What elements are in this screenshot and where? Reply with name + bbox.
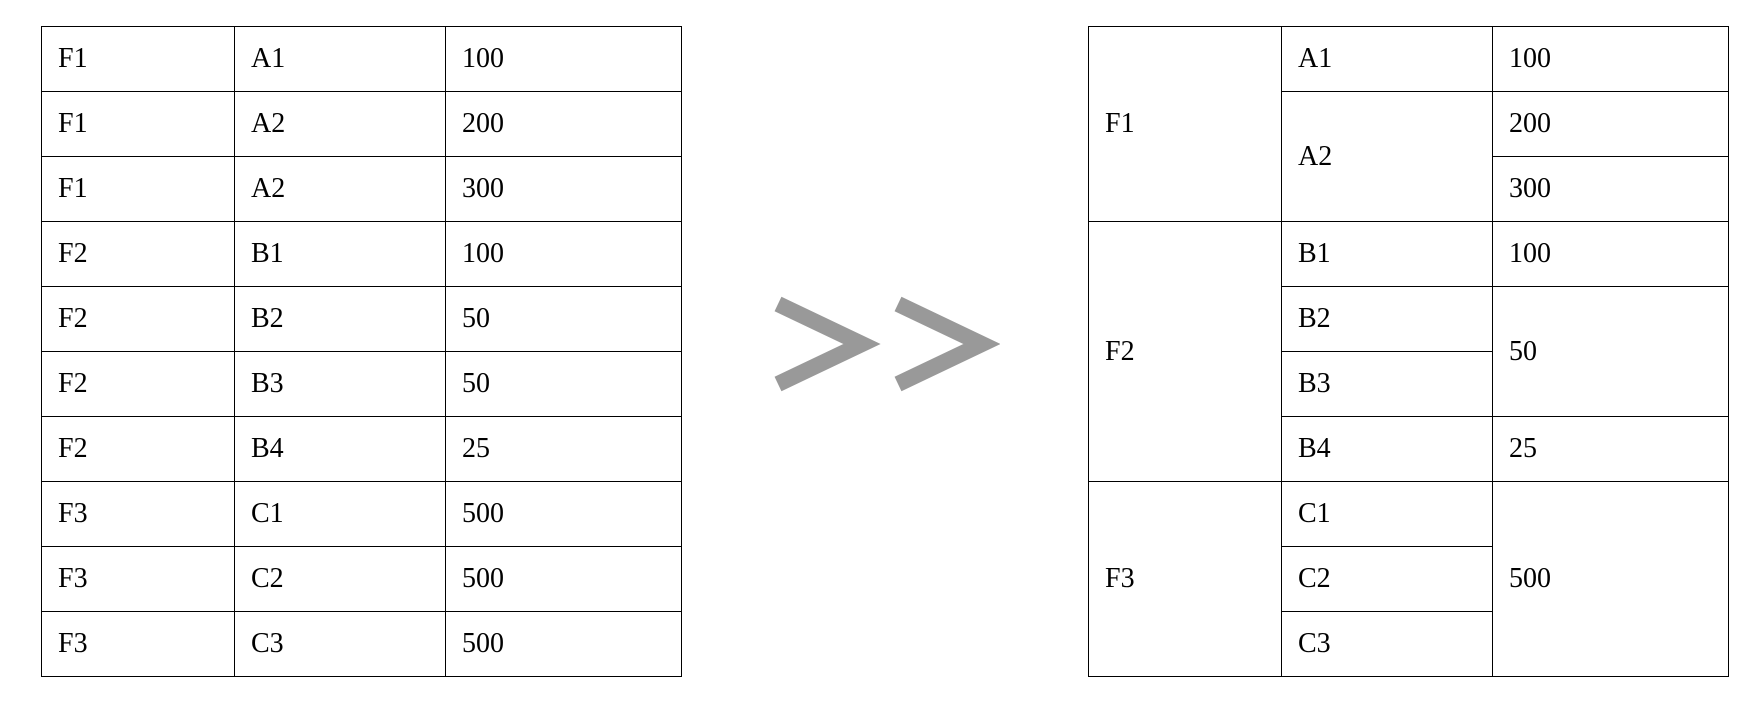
table-cell: F1 — [41, 156, 235, 222]
table-cell: F3 — [41, 546, 235, 612]
table-cell: 100 — [445, 221, 682, 287]
table-cell: B1 — [234, 221, 446, 287]
table-cell: C2 — [1281, 546, 1493, 612]
table-cell: 100 — [445, 26, 682, 92]
table-cell: B4 — [234, 416, 446, 482]
table-cell: 300 — [445, 156, 682, 222]
table-cell: F1 — [41, 26, 235, 92]
chevron-right-icon — [774, 296, 881, 392]
table-cell: A1 — [234, 26, 446, 92]
table-cell: F2 — [41, 286, 235, 352]
table-cell: 500 — [445, 611, 682, 677]
merged-cell: A2 — [1281, 91, 1493, 222]
table-cell: A2 — [234, 156, 446, 222]
merged-cell: 50 — [1492, 286, 1729, 417]
table-cell: B3 — [1281, 351, 1493, 417]
table-cell: 100 — [1492, 26, 1729, 92]
table-cell: 25 — [445, 416, 682, 482]
table-cell: F1 — [41, 91, 235, 157]
table-cell: 100 — [1492, 221, 1729, 287]
table-cell: 25 — [1492, 416, 1729, 482]
table-cell: C2 — [234, 546, 446, 612]
table-cell: B1 — [1281, 221, 1493, 287]
transform-arrow-svg — [774, 296, 1001, 392]
table-cell: 500 — [445, 481, 682, 547]
table-cell: C3 — [234, 611, 446, 677]
table-cell: 200 — [1492, 91, 1729, 157]
merged-cell: 500 — [1492, 481, 1729, 677]
table-cell: C1 — [1281, 481, 1493, 547]
table-cell: F3 — [41, 481, 235, 547]
table-cell: F2 — [41, 351, 235, 417]
table-cell: A2 — [234, 91, 446, 157]
merged-cell: F2 — [1088, 221, 1282, 482]
chevron-right-icon — [894, 296, 1001, 392]
table-cell: B2 — [1281, 286, 1493, 352]
table-cell: B4 — [1281, 416, 1493, 482]
table-cell: 50 — [445, 351, 682, 417]
table-cell: B2 — [234, 286, 446, 352]
table-cell: F3 — [41, 611, 235, 677]
table-cell: 300 — [1492, 156, 1729, 222]
table-cell: F2 — [41, 416, 235, 482]
table-cell: F2 — [41, 221, 235, 287]
merged-cell: F3 — [1088, 481, 1282, 677]
table-cell: C3 — [1281, 611, 1493, 677]
double-chevron-right-icon — [770, 296, 1001, 426]
table-cell: 200 — [445, 91, 682, 157]
table-cell: A1 — [1281, 26, 1493, 92]
table-row: B3 — [1089, 351, 1729, 417]
table-cell: B3 — [234, 351, 446, 417]
table-cell: C1 — [234, 481, 446, 547]
table-cell: 50 — [445, 286, 682, 352]
table-row: 300 — [1089, 156, 1729, 222]
table-row: C3 — [1089, 611, 1729, 677]
merged-cell: F1 — [1088, 26, 1282, 222]
table-cell: 500 — [445, 546, 682, 612]
